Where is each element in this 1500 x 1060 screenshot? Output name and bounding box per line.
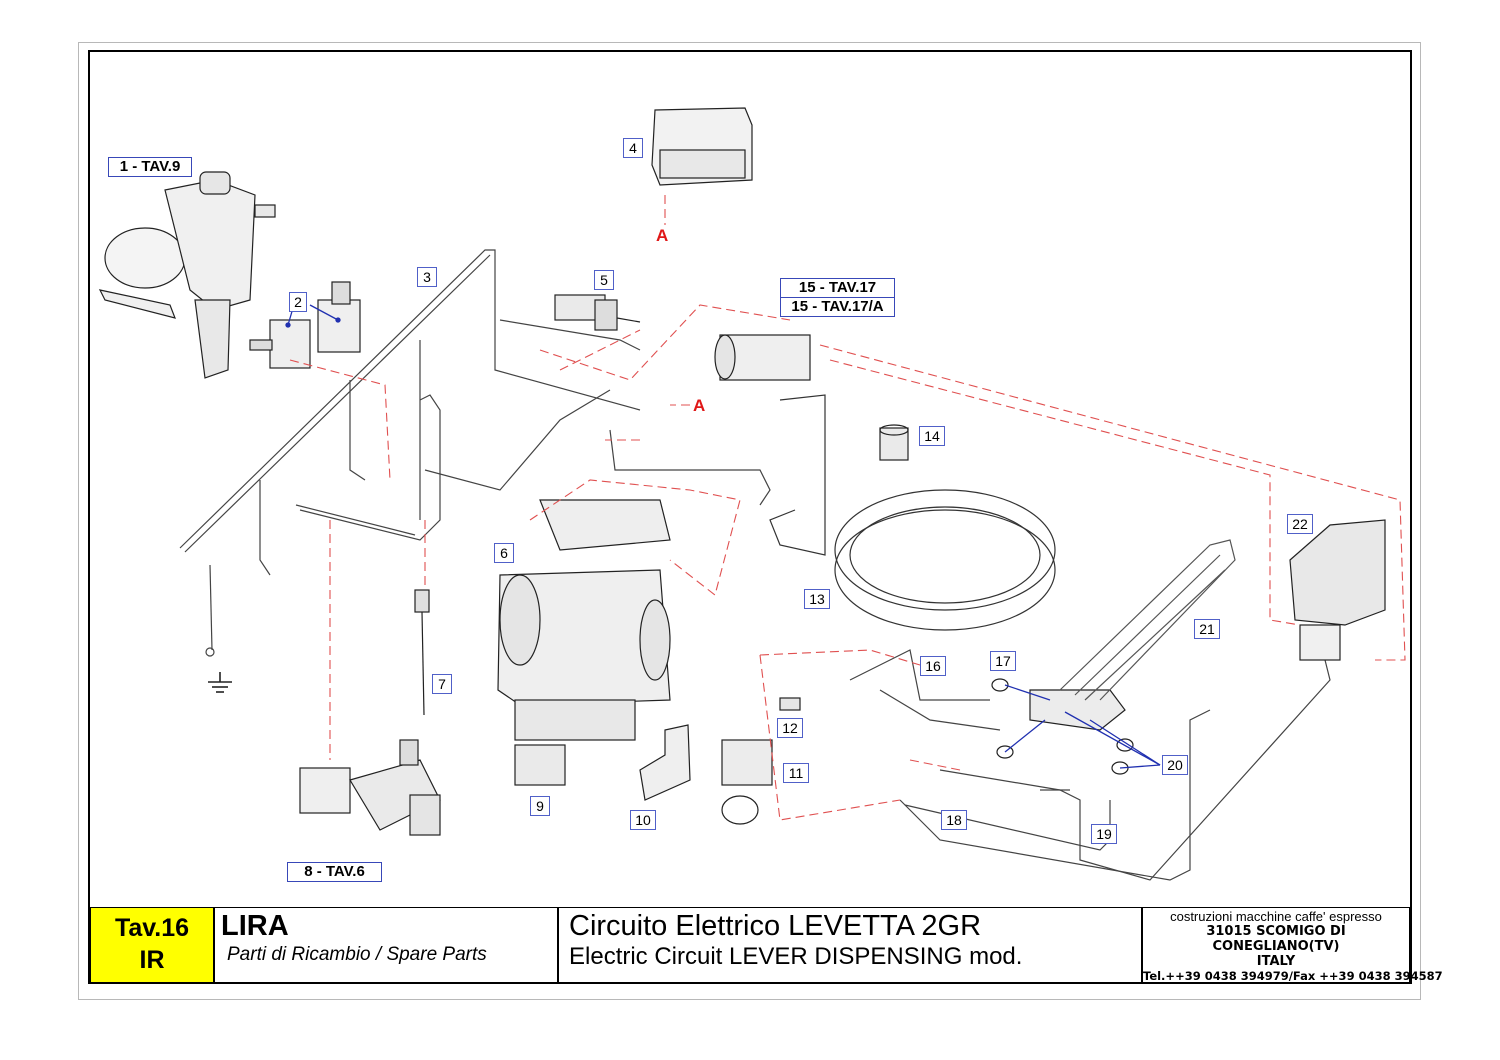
part-heating-element [1059, 539, 1236, 701]
callout-pressure-switch: 5 [594, 270, 614, 290]
maker-country: ITALY [1256, 954, 1296, 969]
callout-pump-motor: 6 [494, 543, 514, 563]
model-name: LIRA [221, 910, 289, 942]
part-group-head [98, 171, 276, 379]
title-italian: Circuito Elettrico LEVETTA 2GR [569, 910, 982, 942]
callout-microswitch: 2 [289, 292, 307, 312]
part-wiring-harness [179, 249, 771, 657]
table-number-box: Tav.16 IR [90, 907, 214, 983]
callout-rotary-switch-a: 15 - TAV.17 [780, 278, 895, 298]
callout-fitting-nut: 14 [919, 426, 945, 446]
callout-level-probe: 7 [432, 674, 452, 694]
callout-thermostat: 11 [783, 763, 809, 783]
part-heater-terminals [991, 678, 1134, 775]
part-pressurestat [1289, 519, 1386, 661]
part-pressure-switch [554, 294, 641, 331]
manufacturer-box: costruzioni macchine caffe' espresso 310… [1142, 907, 1443, 983]
callout-rocker-switch: 9 [530, 796, 550, 816]
inner-frame [88, 50, 1412, 984]
callout-rotary-switch-b: 15 - TAV.17/A [780, 297, 895, 317]
callout-group-head: 1 - TAV.9 [108, 157, 192, 177]
part-connector [779, 697, 801, 711]
callout-heating-element: 21 [1194, 619, 1220, 639]
callout-wiring-19: 19 [1091, 824, 1117, 844]
reference-a-top: A [656, 226, 669, 245]
callout-pressurestat: 22 [1287, 514, 1313, 534]
title-box: Circuito Elettrico LEVETTA 2GR Electric … [558, 907, 1142, 983]
outer-frame [78, 42, 1421, 1000]
callout-tube-coil: 13 [804, 589, 830, 609]
part-pump-motor [497, 499, 671, 741]
callout-solenoid-valve: 8 - TAV.6 [287, 862, 382, 882]
maker-contact: Tel.++39 0438 394979/Fax ++39 0438 39458… [1143, 969, 1443, 983]
callout-terminals-20: 20 [1162, 755, 1188, 775]
part-fitting-nut [879, 424, 909, 461]
callout-terminal-17: 17 [990, 651, 1016, 671]
table-suffix: IR [139, 946, 165, 974]
part-rotary-switch [714, 334, 811, 381]
callout-wiring-18: 18 [941, 810, 967, 830]
callout-wiring-harness: 3 [417, 267, 437, 287]
table-number: Tav.16 [114, 914, 190, 942]
title-english: Electric Circuit LEVER DISPENSING mod. [569, 943, 1023, 970]
model-box: LIRA Parti di Ricambio / Spare Parts [214, 907, 558, 983]
callout-connector: 12 [777, 718, 803, 738]
part-display-controller [651, 107, 753, 186]
part-level-probe [414, 589, 430, 716]
part-rocker-switch [514, 744, 566, 786]
callout-heater-wiring-16: 16 [920, 656, 946, 676]
part-solenoid-valve [299, 739, 441, 836]
callout-display: 4 [623, 138, 643, 158]
callout-bracket: 10 [630, 810, 656, 830]
part-thermostat [721, 739, 773, 825]
maker-tagline: costruzioni macchine caffe' espresso [1170, 909, 1382, 924]
ground-symbol-icon [208, 672, 232, 693]
part-tube-coil [769, 394, 1056, 631]
part-bracket [639, 724, 691, 801]
part-heater-wiring [849, 639, 1331, 881]
reference-a-connector: A [693, 396, 706, 415]
maker-address: 31015 SCOMIGO DI CONEGLIANO(TV) [1206, 924, 1346, 954]
spare-parts-label: Parti di Ricambio / Spare Parts [227, 944, 487, 965]
